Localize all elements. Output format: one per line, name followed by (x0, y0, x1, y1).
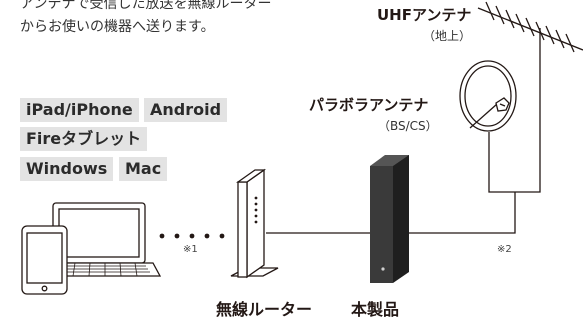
parabola-antenna-label: パラボラアンテナ (309, 96, 429, 114)
device-tag-fire-tablet: Fireタブレット (20, 127, 148, 151)
uhf-antenna-sublabel: （地上） (423, 29, 472, 43)
device-tag-windows: Windows (20, 157, 114, 181)
product-antenna-cable (407, 192, 516, 234)
wireless-dots (159, 233, 225, 239)
device-tag-android: Android (144, 98, 228, 122)
uhf-antenna-label: UHFアンテナ (377, 6, 472, 24)
router-caption: 無線ルーター (216, 300, 313, 319)
router-icon (230, 168, 279, 279)
note-1: ※1 (183, 244, 198, 255)
antenna-mast-cable (488, 28, 541, 193)
parabola-antenna-sublabel: （BS/CS） (378, 119, 438, 133)
product-caption: 本製品 (351, 300, 400, 319)
laptop-icon (36, 202, 162, 277)
device-tag-ipad-iphone: iPad/iPhone (20, 98, 139, 122)
parabola-antenna-icon (459, 60, 517, 132)
device-tag-mac: Mac (119, 157, 168, 181)
product-box-icon (370, 155, 409, 283)
intro-line-2: からお使いの機器へ送ります。 (20, 19, 215, 35)
uhf-antenna-icon (477, 1, 583, 53)
intro-line-1: アンテナで受信した放送を無線ルーター (20, 0, 272, 12)
cable-lines (266, 28, 541, 234)
tablet-icon (21, 225, 68, 295)
note-2: ※2 (497, 244, 512, 255)
intro-text: アンテナで受信した放送を無線ルーター からお使いの機器へ送ります。 (20, 0, 271, 39)
